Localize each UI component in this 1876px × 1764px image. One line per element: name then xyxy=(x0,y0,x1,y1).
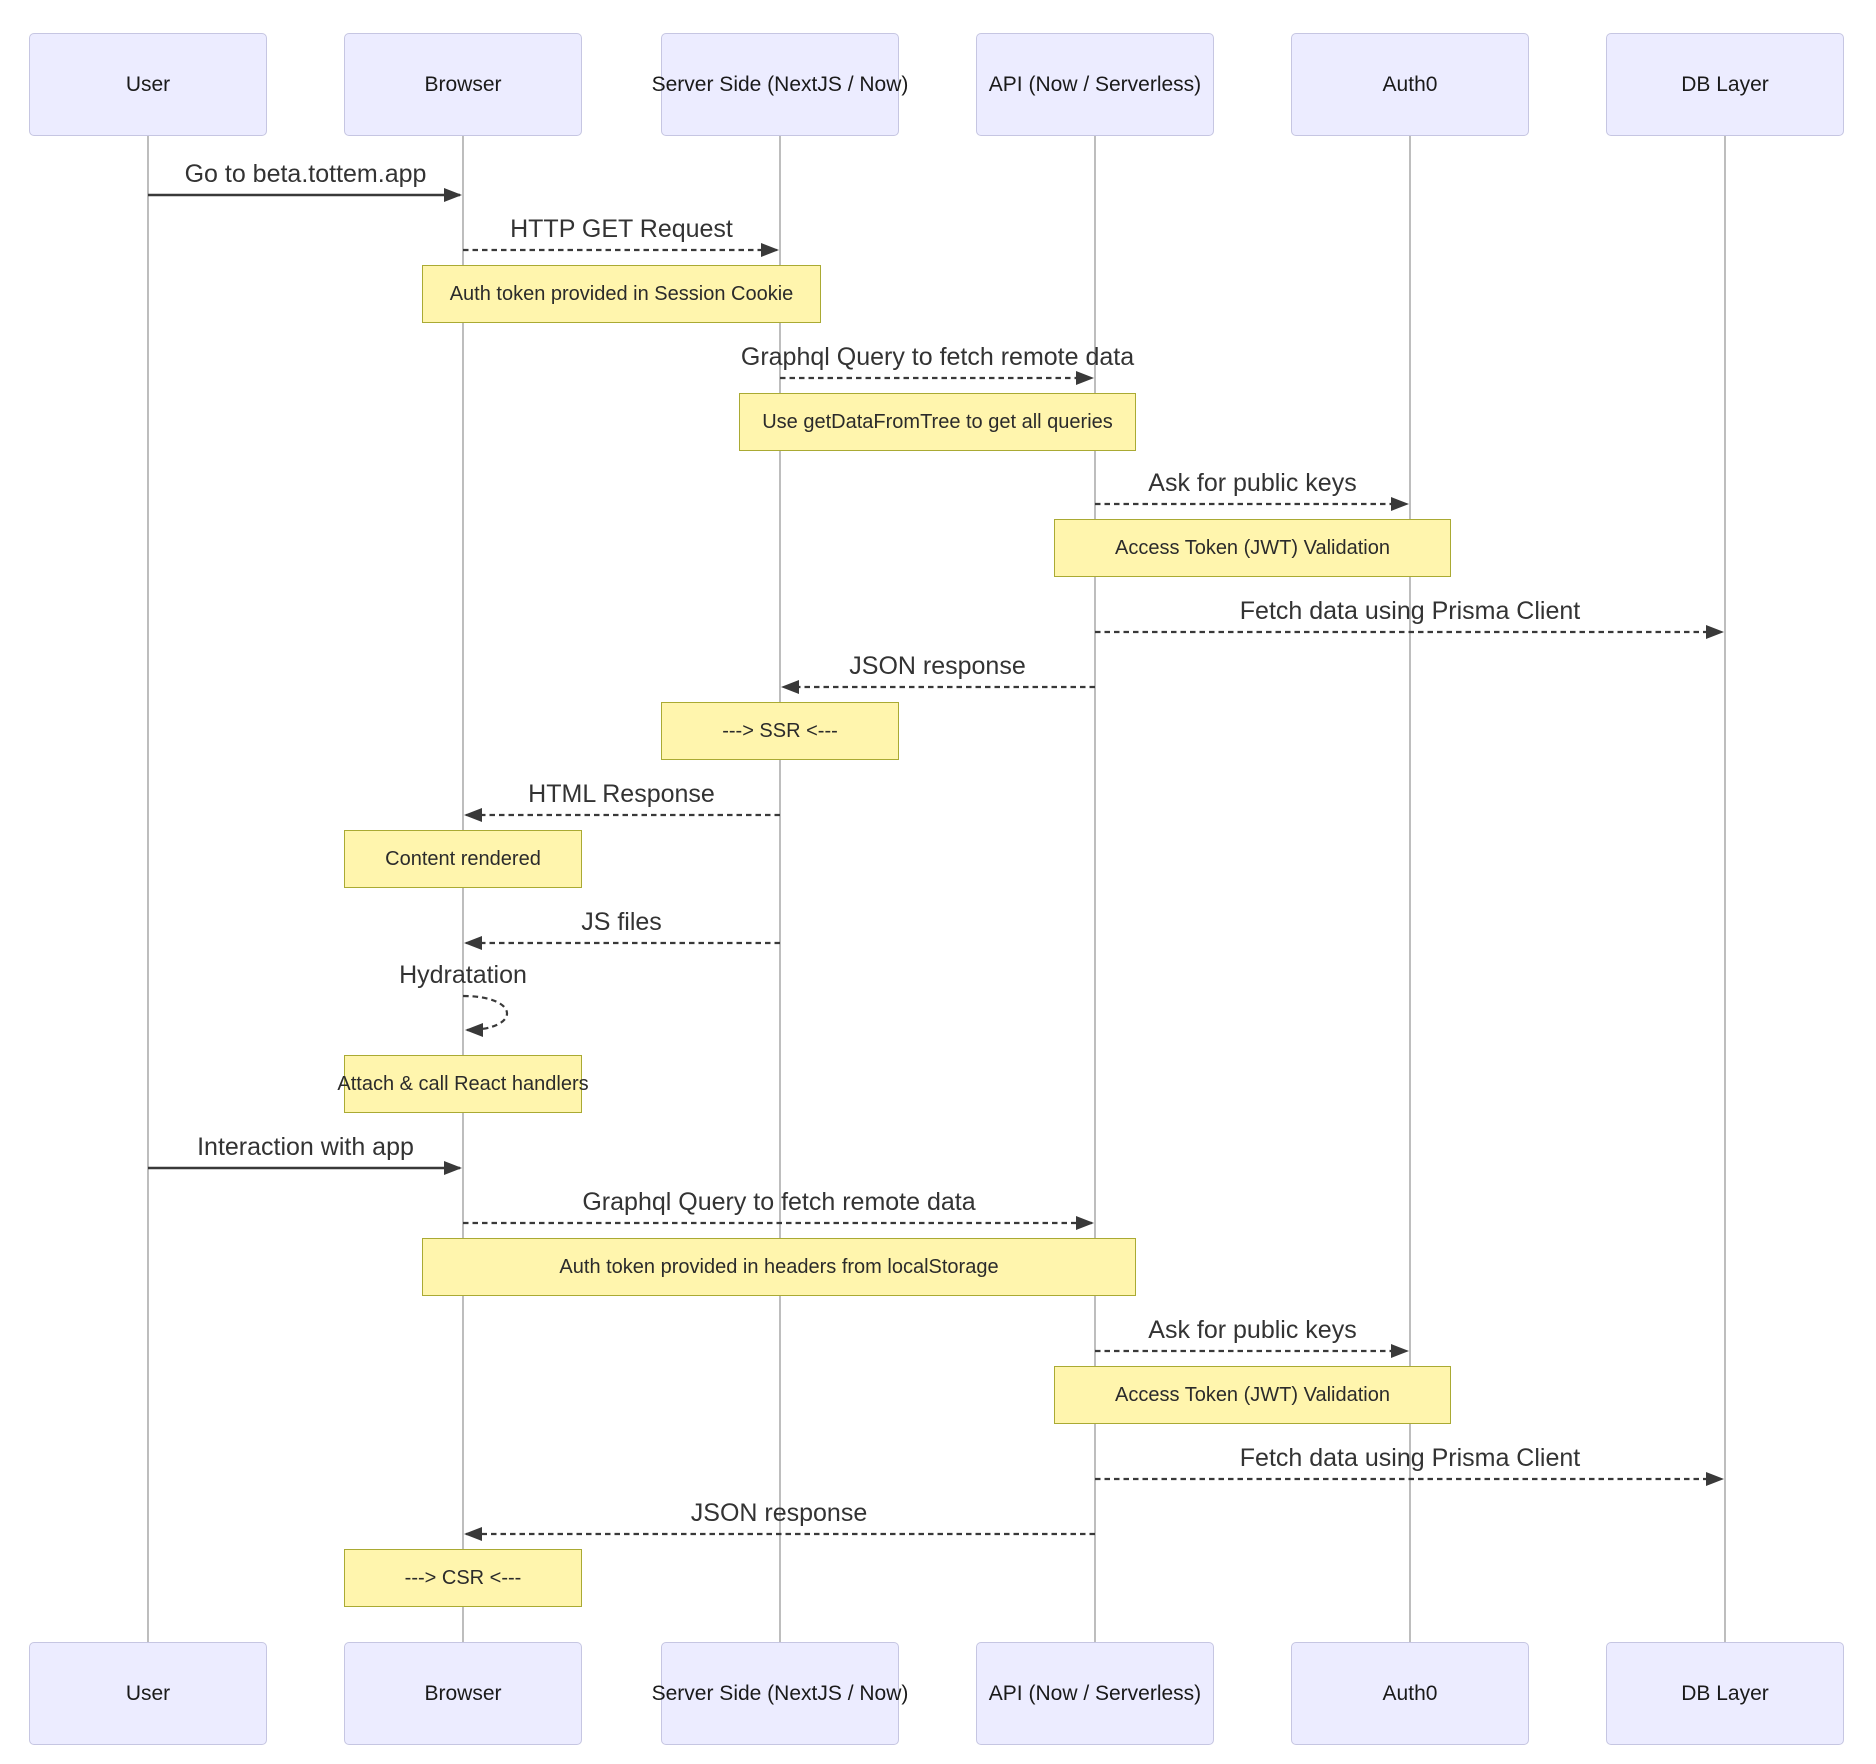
note: Auth token provided in headers from loca… xyxy=(422,1238,1136,1296)
self-loop-arrow xyxy=(462,994,508,1037)
participant-auth0-top: Auth0 xyxy=(1291,33,1529,136)
participant-auth0-bottom: Auth0 xyxy=(1291,1642,1529,1745)
participant-label: Browser xyxy=(424,72,502,96)
note: Content rendered xyxy=(344,830,582,888)
participant-label: Server Side (NextJS / Now) xyxy=(651,72,909,96)
participant-db-top: DB Layer xyxy=(1606,33,1844,136)
participant-label: API (Now / Serverless) xyxy=(988,72,1202,96)
participant-label: Auth0 xyxy=(1382,72,1438,96)
participant-label: Server Side (NextJS / Now) xyxy=(651,1681,909,1705)
participant-user-bottom: User xyxy=(29,1642,267,1745)
participant-label: User xyxy=(125,1681,171,1705)
participant-label: Browser xyxy=(424,1681,502,1705)
participant-browser-top: Browser xyxy=(344,33,582,136)
participant-user-top: User xyxy=(29,33,267,136)
participant-label: User xyxy=(125,72,171,96)
note: Access Token (JWT) Validation xyxy=(1054,1366,1451,1424)
participant-label: API (Now / Serverless) xyxy=(988,1681,1202,1705)
note: ---> CSR <--- xyxy=(344,1549,582,1607)
note: ---> SSR <--- xyxy=(661,702,899,760)
note: Attach & call React handlers xyxy=(337,1055,589,1113)
note: Auth token provided in Session Cookie xyxy=(422,265,821,323)
participant-label: Auth0 xyxy=(1382,1681,1438,1705)
participant-label: DB Layer xyxy=(1681,72,1769,96)
note: Access Token (JWT) Validation xyxy=(1054,519,1451,577)
note: Use getDataFromTree to get all queries xyxy=(739,393,1136,451)
participant-api-bottom: API (Now / Serverless) xyxy=(976,1642,1214,1745)
participant-server-top: Server Side (NextJS / Now) xyxy=(652,33,908,136)
participant-browser-bottom: Browser xyxy=(344,1642,582,1745)
participant-api-top: API (Now / Serverless) xyxy=(976,33,1214,136)
participant-server-bottom: Server Side (NextJS / Now) xyxy=(652,1642,908,1745)
participant-db-bottom: DB Layer xyxy=(1606,1642,1844,1745)
participant-label: DB Layer xyxy=(1681,1681,1769,1705)
